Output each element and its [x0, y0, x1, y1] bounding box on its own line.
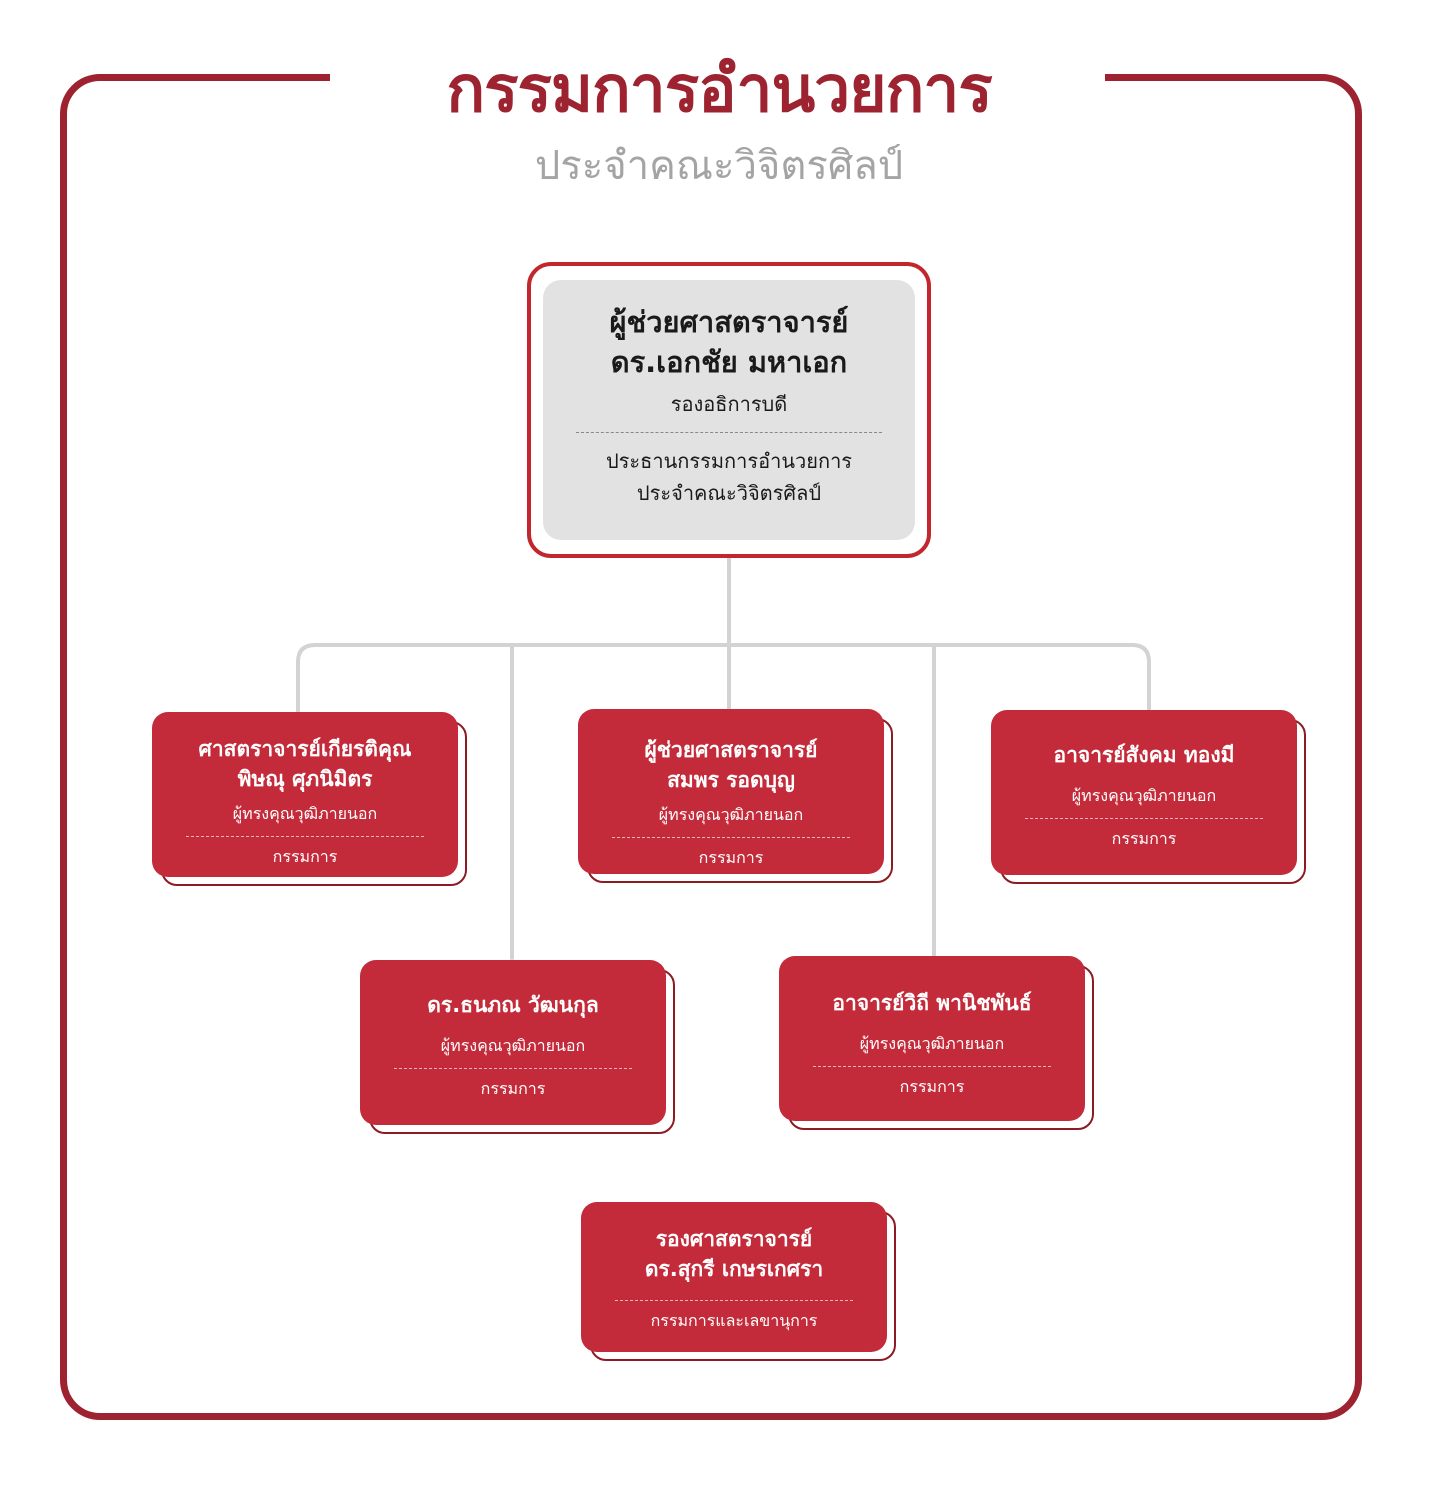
member-role: กรรมการ [480, 1079, 546, 1098]
member-role: กรรมการ [272, 847, 338, 866]
connector-horizontal-bar [296, 643, 1151, 714]
chair-divider [576, 432, 882, 433]
member-role: กรรมการและเลขานุการ [650, 1311, 818, 1330]
member-card-2: ผู้ช่วยศาสตราจารย์ สมพร รอดบุญ ผู้ทรงคุณ… [578, 709, 893, 883]
member-card-face: ดร.ธนภณ วัฒนกุล ผู้ทรงคุณวุฒิภายนอก กรรม… [360, 960, 666, 1125]
member-card-face: รองศาสตราจารย์ ดร.สุกรี เกษรเกศรา กรรมกา… [581, 1202, 887, 1352]
title-mask [330, 60, 1105, 100]
page-subtitle: ประจำคณะวิจิตรศิลป์ [534, 143, 904, 189]
member-card-3: อาจารย์สังคม ทองมี ผู้ทรงคุณวุฒิภายนอก ก… [991, 710, 1306, 884]
member-position: ผู้ทรงคุณวุฒิภายนอก [859, 1034, 1005, 1053]
member-role: กรรมการ [899, 1077, 965, 1096]
member-card-4: ดร.ธนภณ วัฒนกุล ผู้ทรงคุณวุฒิภายนอก กรรม… [360, 960, 675, 1134]
member-card-face: ศาสตราจารย์เกียรติคุณ พิษณุ ศุภนิมิตร ผู… [152, 712, 458, 877]
member-card-face: ผู้ช่วยศาสตราจารย์ สมพร รอดบุญ ผู้ทรงคุณ… [578, 709, 884, 874]
member-position: ผู้ทรงคุณวุฒิภายนอก [1071, 786, 1217, 805]
member-name: ดร.ธนภณ วัฒนกุล [427, 993, 599, 1017]
member-position: ผู้ทรงคุณวุฒิภายนอก [658, 805, 804, 824]
member-divider [1025, 818, 1263, 819]
member-name: รองศาสตราจารย์ ดร.สุกรี เกษรเกศรา [581, 1224, 887, 1284]
member-name-line2: สมพร รอดบุญ [667, 768, 795, 792]
member-card-face: อาจารย์วิถี พานิชพันธ์ ผู้ทรงคุณวุฒิภายน… [779, 956, 1085, 1121]
member-name: อาจารย์วิถี พานิชพันธ์ [832, 991, 1032, 1015]
chair-name-line2: ดร.เอกชัย มหาเอก [610, 345, 848, 379]
member-name: ผู้ช่วยศาสตราจารย์ สมพร รอดบุญ [578, 735, 884, 795]
chair-role: ประธานกรรมการอำนวยการ ประจำคณะวิจิตรศิลป… [543, 445, 915, 509]
member-divider [615, 1300, 853, 1301]
chair-name: ผู้ช่วยศาสตราจารย์ ดร.เอกชัย มหาเอก [543, 302, 915, 382]
member-role: กรรมการ [698, 848, 764, 867]
member-card-6: รองศาสตราจารย์ ดร.สุกรี เกษรเกศรา กรรมกา… [581, 1202, 896, 1361]
member-divider [813, 1066, 1051, 1067]
chair-position: รองอธิการบดี [670, 392, 788, 416]
member-name-line2: ดร.สุกรี เกษรเกศรา [644, 1257, 824, 1281]
member-position: ผู้ทรงคุณวุฒิภายนอก [440, 1036, 586, 1055]
member-position: ผู้ทรงคุณวุฒิภายนอก [232, 804, 378, 823]
member-name-line2: พิษณุ ศุภนิมิตร [237, 767, 373, 791]
chair-role-line2: ประจำคณะวิจิตรศิลป์ [636, 481, 822, 505]
member-card-5: อาจารย์วิถี พานิชพันธ์ ผู้ทรงคุณวุฒิภายน… [779, 956, 1094, 1130]
member-name-line1: ศาสตราจารย์เกียรติคุณ [198, 737, 412, 761]
member-divider [394, 1068, 632, 1069]
page-title: กรรมการอำนวยการ [446, 53, 992, 127]
member-name-line1: ผู้ช่วยศาสตราจารย์ [644, 738, 818, 762]
member-role: กรรมการ [1111, 829, 1177, 848]
member-name: ศาสตราจารย์เกียรติคุณ พิษณุ ศุภนิมิตร [152, 734, 458, 794]
member-name-line1: รองศาสตราจารย์ [655, 1227, 813, 1251]
member-card-1: ศาสตราจารย์เกียรติคุณ พิษณุ ศุภนิมิตร ผู… [152, 712, 467, 886]
member-divider [612, 837, 850, 838]
member-divider [186, 836, 424, 837]
member-name: อาจารย์สังคม ทองมี [1053, 743, 1235, 767]
member-card-face: อาจารย์สังคม ทองมี ผู้ทรงคุณวุฒิภายนอก ก… [991, 710, 1297, 875]
chair-name-line1: ผู้ช่วยศาสตราจารย์ [609, 305, 849, 339]
chair-role-line1: ประธานกรรมการอำนวยการ [605, 449, 853, 473]
chair-card-inner: ผู้ช่วยศาสตราจารย์ ดร.เอกชัย มหาเอก รองอ… [543, 280, 915, 540]
chair-card: ผู้ช่วยศาสตราจารย์ ดร.เอกชัย มหาเอก รองอ… [527, 262, 931, 558]
